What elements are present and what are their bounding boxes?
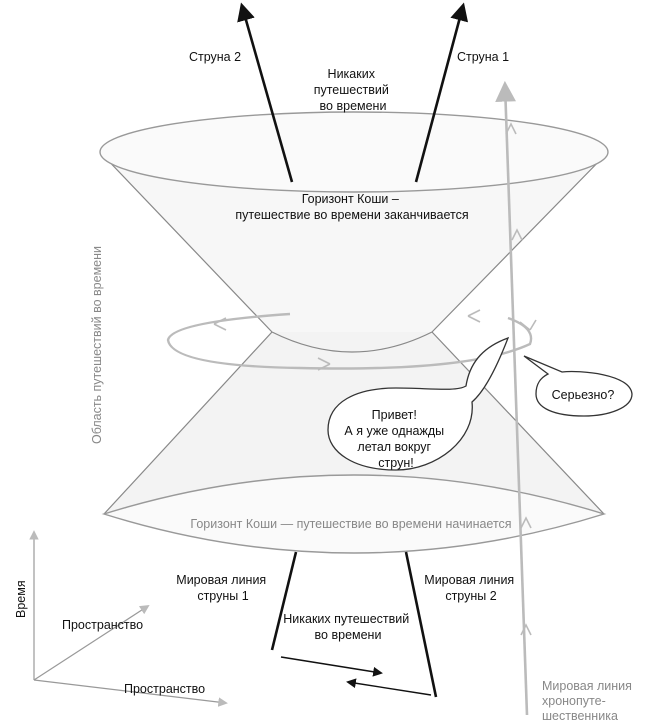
axis-label-time: Время [14, 580, 28, 618]
string1-line [414, 2, 469, 183]
speech-bubble-seriously [523, 355, 633, 417]
label-string2: Струна 2 [189, 50, 241, 64]
traveler-worldline [495, 80, 532, 716]
bubble-hello-text: Привет! А я уже однажды летал вокруг стр… [344, 408, 447, 470]
cone-waist [271, 331, 433, 353]
upper-cauchy-horizon-ellipse [99, 111, 609, 193]
string2-line [237, 2, 294, 183]
axis-label-space-2: Пространство [124, 682, 205, 696]
axes [29, 530, 228, 707]
motion-arrow-left [346, 678, 432, 696]
orbit-loop [166, 309, 537, 371]
label-worldline-string1: Мировая линия струны 1 [176, 573, 269, 603]
label-no-travel-top: Никаких путешествий во времени [314, 67, 393, 113]
bubble-seriously-text: Серьезно? [552, 388, 615, 402]
label-cauchy-top: Горизонт Коши – путешествие во времени з… [235, 192, 468, 222]
axis-label-space-1: Пространство [62, 618, 143, 632]
speech-bubble-hello [327, 336, 510, 471]
label-worldline-traveler: Мировая линия хронопуте- шественника [542, 679, 635, 723]
label-cauchy-bottom: Горизонт Коши — путешествие во времени н… [190, 517, 511, 531]
string1-past-line [270, 551, 298, 651]
label-no-travel-bottom: Никаких путешествий во времени [283, 612, 412, 642]
string2-past-line [404, 551, 438, 698]
upper-cone [99, 111, 609, 333]
string-worldlines [237, 2, 469, 698]
lower-cauchy-horizon-ellipse [101, 474, 607, 554]
label-worldline-string2: Мировая линия струны 2 [424, 573, 517, 603]
label-string1: Струна 1 [457, 50, 509, 64]
label-region: Область путешествий во времени [90, 246, 104, 444]
motion-arrow-right [280, 656, 383, 677]
